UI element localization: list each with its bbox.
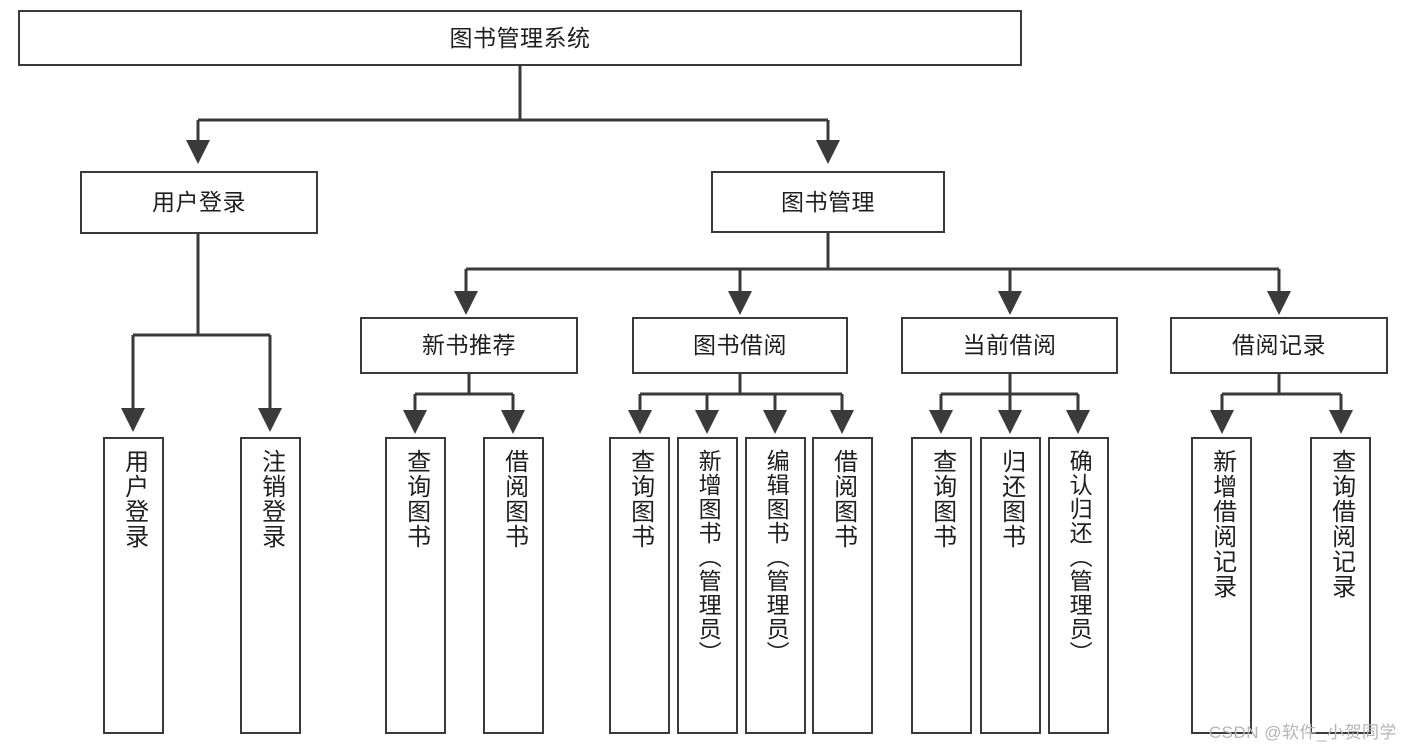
node-label: 新增借阅记录 [1208, 449, 1236, 599]
node-leaf-user-login-signin[interactable]: 用户登录 [103, 437, 164, 734]
node-label: 查询图书 [626, 449, 654, 549]
watermark-text: CSDN @软件_小贺同学 [1208, 723, 1397, 742]
node-new-book-recommend[interactable]: 新书推荐 [360, 317, 578, 374]
node-label: 图书管理系统 [449, 24, 591, 51]
node-leaf-current-borrow-query[interactable]: 查询图书 [911, 437, 972, 734]
node-leaf-current-borrow-confirm-admin[interactable]: 确认归还（管理员） [1048, 437, 1109, 734]
node-leaf-borrow-record-query[interactable]: 查询借阅记录 [1310, 437, 1371, 734]
node-leaf-book-borrow-query[interactable]: 查询图书 [609, 437, 670, 734]
node-leaf-user-login-signout[interactable]: 注销登录 [240, 437, 301, 734]
node-book-management[interactable]: 图书管理 [711, 171, 945, 233]
node-leaf-current-borrow-return[interactable]: 归还图书 [980, 437, 1041, 734]
node-label: 查询图书 [928, 449, 956, 549]
node-label: 当前借阅 [962, 332, 1057, 359]
node-current-borrow[interactable]: 当前借阅 [901, 317, 1118, 374]
node-label: 新增图书（管理员） [695, 449, 722, 665]
node-label: 新书推荐 [422, 332, 516, 359]
node-leaf-book-borrow-add-admin[interactable]: 新增图书（管理员） [677, 437, 738, 734]
node-label: 用户登录 [120, 449, 148, 549]
node-leaf-new-book-query[interactable]: 查询图书 [385, 437, 446, 734]
node-label: 借阅图书 [829, 449, 857, 549]
node-label: 归还图书 [997, 449, 1025, 549]
node-book-borrow[interactable]: 图书借阅 [632, 317, 848, 374]
node-leaf-book-borrow-borrow[interactable]: 借阅图书 [812, 437, 873, 734]
node-leaf-book-borrow-edit-admin[interactable]: 编辑图书（管理员） [745, 437, 806, 734]
node-label: 借阅记录 [1232, 332, 1326, 359]
node-label: 查询图书 [402, 449, 430, 549]
node-label: 注销登录 [257, 449, 285, 549]
node-label: 查询借阅记录 [1327, 449, 1355, 599]
node-label: 确认归还（管理员） [1066, 449, 1093, 665]
node-label: 图书管理 [781, 188, 875, 215]
node-label: 借阅图书 [500, 449, 528, 549]
node-user-login[interactable]: 用户登录 [80, 171, 318, 234]
node-leaf-borrow-record-add[interactable]: 新增借阅记录 [1191, 437, 1252, 734]
node-borrow-record[interactable]: 借阅记录 [1170, 317, 1388, 374]
node-root-book-management-system[interactable]: 图书管理系统 [18, 10, 1022, 66]
node-label: 图书借阅 [693, 332, 787, 359]
node-label: 编辑图书（管理员） [763, 449, 790, 665]
node-leaf-new-book-borrow[interactable]: 借阅图书 [483, 437, 544, 734]
node-label: 用户登录 [152, 189, 246, 216]
